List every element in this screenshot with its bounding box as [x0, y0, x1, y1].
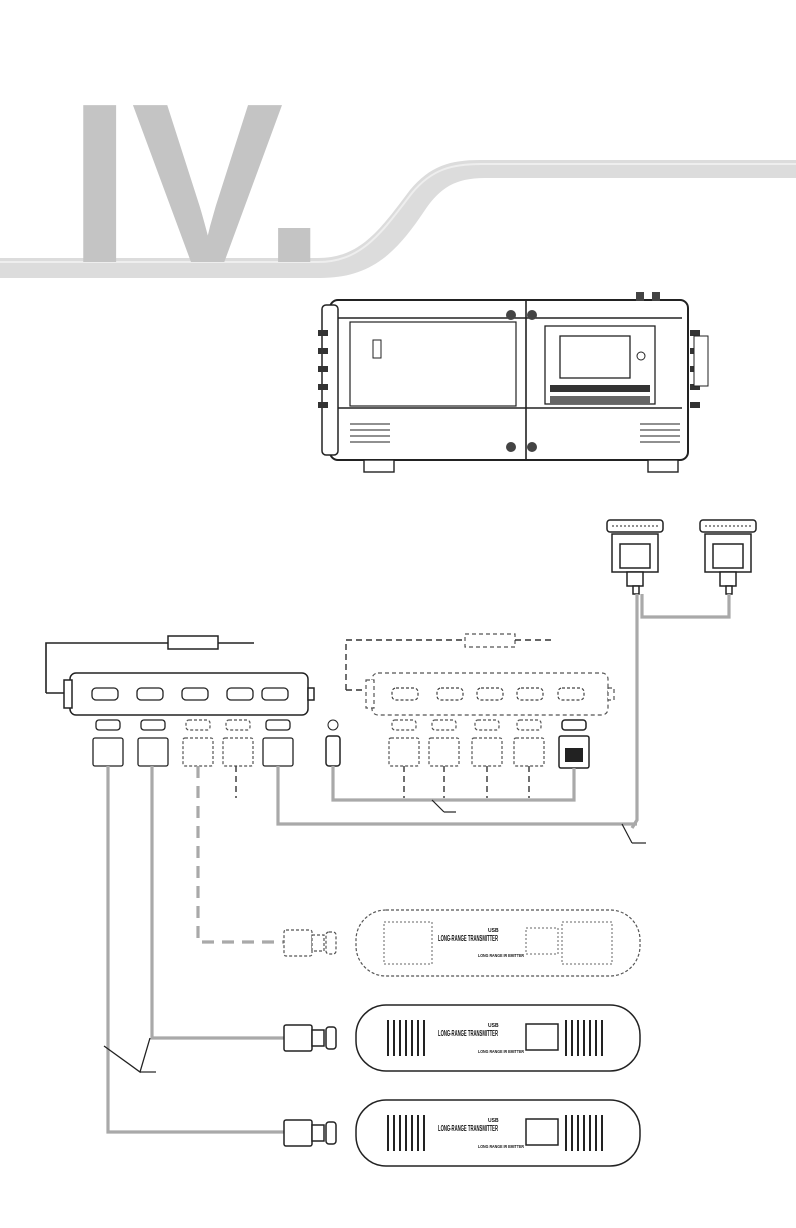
cable-to-transmitter-2: [152, 766, 284, 1038]
cable-to-transmitter-1: [198, 766, 284, 942]
main-cable-riser: [632, 594, 637, 828]
cable-to-transmitter-3: [108, 766, 284, 1132]
transmitter-2: LONG-RANGE TRANSMITTER USB LONG RANGE IR…: [284, 1005, 640, 1071]
transmitter-note: LONG RANGE IR EMITTER: [478, 953, 525, 958]
parallel-connector-left: [607, 520, 663, 594]
transmitter-name: LONG-RANGE TRANSMITTER: [438, 1124, 498, 1133]
parallel-link-cable: [642, 594, 729, 617]
hub-dashed: [346, 634, 614, 715]
transmitter-port: USB: [488, 928, 499, 934]
transmitter-port: USB: [488, 1118, 499, 1124]
parallel-connector-right: [700, 520, 756, 594]
hub2-return-cable: [333, 766, 574, 800]
transmitter-note: LONG RANGE IR EMITTER: [478, 1144, 525, 1149]
transmitter-port: USB: [488, 1023, 499, 1029]
hub-solid: [46, 636, 314, 715]
hub2-plugs: [326, 720, 589, 798]
projector-illustration: [318, 292, 708, 472]
transmitter-3: LONG-RANGE TRANSMITTER USB LONG RANGE IR…: [284, 1100, 640, 1166]
hub1-plugs: [93, 720, 293, 798]
transmitter-1: LONG-RANGE TRANSMITTER USB LONG RANGE IR…: [284, 910, 640, 976]
transmitter-note: LONG RANGE IR EMITTER: [478, 1049, 525, 1054]
chapter-header: IV.: [0, 57, 796, 311]
chapter-numeral: IV.: [68, 57, 326, 311]
transmitter-name: LONG-RANGE TRANSMITTER: [438, 1029, 498, 1038]
transmitter-name: LONG-RANGE TRANSMITTER: [438, 934, 498, 943]
